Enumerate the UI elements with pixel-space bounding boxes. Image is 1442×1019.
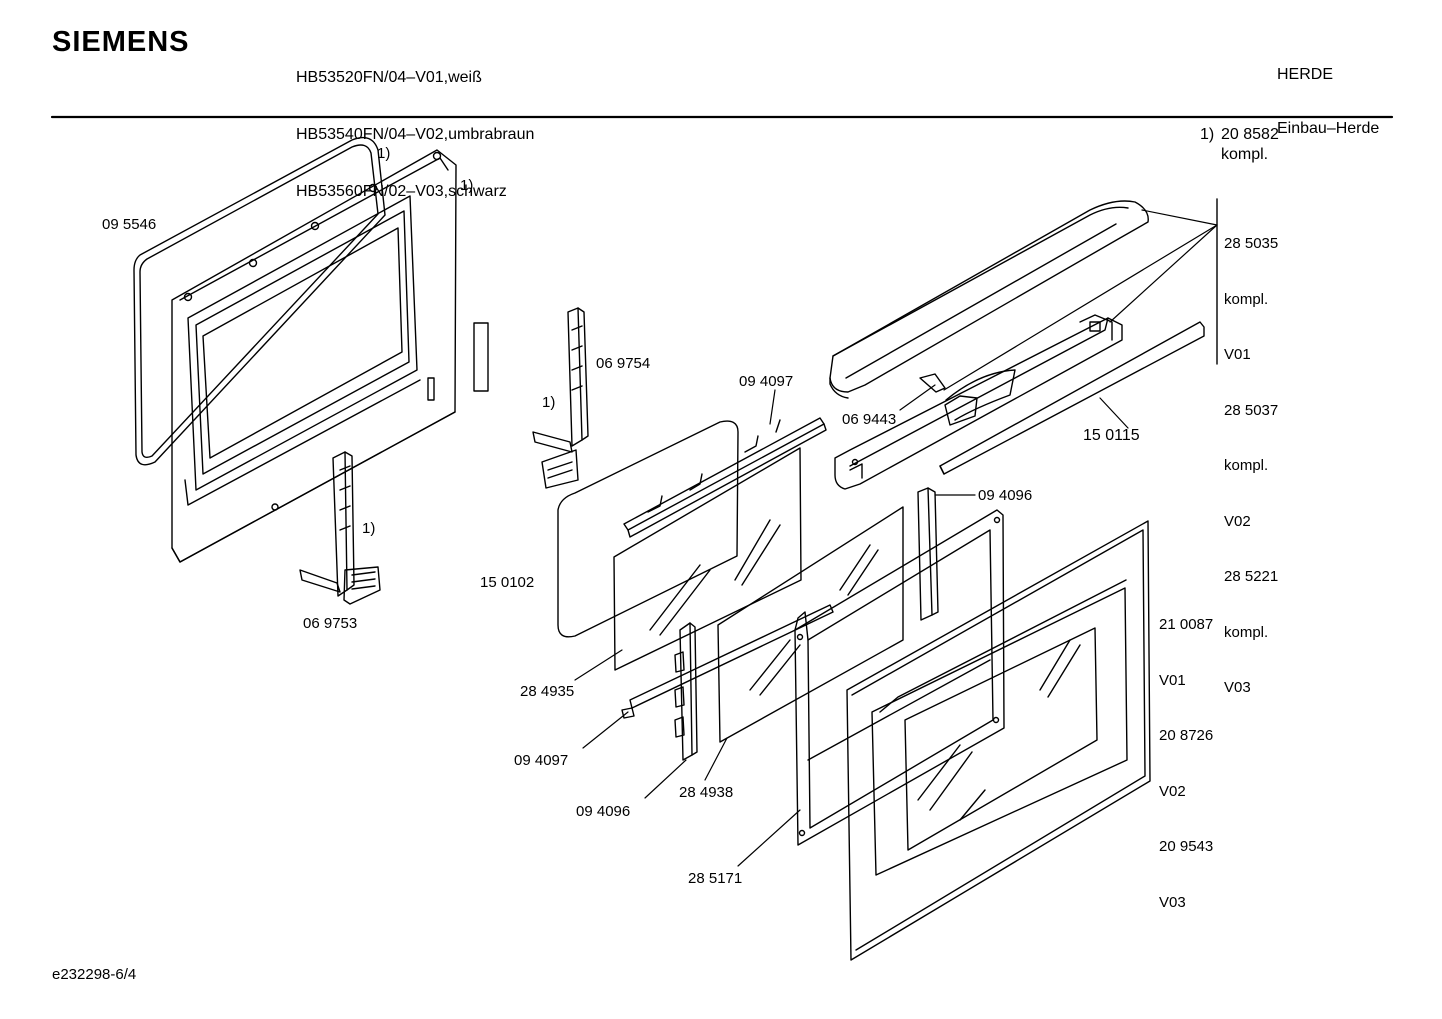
brand-logo: SIEMENS [52, 26, 190, 58]
glass-pane-middle [717, 506, 904, 743]
part-label-095546: 09 5546 [102, 216, 157, 233]
glass-spacer-right [917, 487, 939, 621]
model-line: HB53520FN/04–V01,weiß [296, 69, 482, 86]
part-label-150115: 15 0115 [1083, 427, 1140, 444]
document-id: e232298-6/4 [52, 966, 137, 983]
variant-line: 20 9543 [1159, 838, 1214, 855]
footnote-ref-frame: 1) [460, 177, 474, 194]
variant-line: V01 [1224, 346, 1251, 363]
variant-line: 28 5037 [1224, 401, 1279, 419]
leader-line [899, 384, 936, 411]
footnote-note: kompl. [1221, 146, 1269, 163]
footnote-marker: 1) [1200, 126, 1215, 143]
insulation-pad [473, 322, 489, 392]
part-label-094097-top: 09 4097 [739, 373, 794, 390]
door-seal-gasket [133, 136, 386, 466]
variant-line: V01 [1159, 671, 1186, 689]
variant-line: V02 [1159, 782, 1186, 800]
leader-line [1109, 224, 1218, 323]
category: HERDE Einbau–Herde [1277, 30, 1379, 156]
part-label-094096-bottom: 09 4096 [576, 803, 631, 820]
footnote-ref-hinge-top: 1) [542, 394, 556, 411]
part-label-284938: 28 4938 [679, 784, 734, 801]
part-label-094097-bottom: 09 4097 [514, 752, 569, 769]
part-label-284935: 28 4935 [520, 683, 575, 700]
outer-glass-door [846, 520, 1151, 961]
glass-variant-list: 21 0087 V01 20 8726 V02 20 9543 V03 [1159, 579, 1213, 931]
trim-strip [939, 321, 1205, 475]
footnote-ref-seal: 1) [377, 145, 391, 162]
variant-line: 28 5221 [1224, 568, 1279, 585]
variant-line: 28 5035 [1224, 235, 1279, 252]
leader-line [582, 711, 629, 749]
leader-lines [574, 209, 1218, 867]
trim-strip-edge [939, 465, 945, 475]
variant-line: 21 0087 [1159, 616, 1214, 633]
hinge-left [299, 451, 381, 605]
leader-line [1141, 209, 1218, 226]
variant-line: kompl. [1224, 623, 1269, 641]
foil-shield [557, 420, 739, 638]
door-inner-panel [794, 509, 1005, 846]
part-label-285171: 28 5171 [688, 870, 743, 887]
leader-line [574, 649, 623, 681]
part-label-069754: 06 9754 [596, 355, 651, 372]
model-line: HB53560FN/02–V03,schwarz [296, 183, 507, 200]
leader-line [1099, 397, 1129, 429]
category-line: HERDE [1277, 66, 1334, 83]
door-handle [829, 200, 1149, 490]
footnote-ref-hinge-left: 1) [362, 520, 376, 537]
handle-variant-list: 28 5035 kompl. V01 28 5037 kompl. V02 28… [1224, 198, 1278, 716]
variant-line: kompl. [1224, 457, 1269, 474]
category-line: Einbau–Herde [1277, 120, 1380, 137]
leader-line [704, 737, 728, 781]
glass-retainer-top [623, 417, 827, 538]
part-label-150102: 15 0102 [480, 574, 535, 591]
leader-line [769, 389, 776, 425]
variant-line: 20 8726 [1159, 727, 1214, 744]
part-label-069753: 06 9753 [303, 615, 358, 632]
part-label-069443: 06 9443 [842, 411, 897, 428]
inner-door-frame [171, 149, 457, 563]
leader-line [644, 759, 687, 799]
footnote-part-number: 20 8582 [1221, 126, 1279, 143]
variant-line: V03 [1159, 893, 1186, 911]
variant-line: V02 [1224, 512, 1251, 530]
leader-line [737, 809, 801, 867]
glass-retainer-bottom [621, 604, 834, 719]
glass-spacer-left [674, 622, 698, 761]
variant-line: V03 [1224, 679, 1251, 696]
glass-pane-inner [613, 447, 802, 671]
variant-line: kompl. [1224, 290, 1269, 308]
part-label-094096-right: 09 4096 [978, 487, 1033, 504]
hinge-top [532, 307, 589, 489]
leader-line [943, 224, 1218, 391]
